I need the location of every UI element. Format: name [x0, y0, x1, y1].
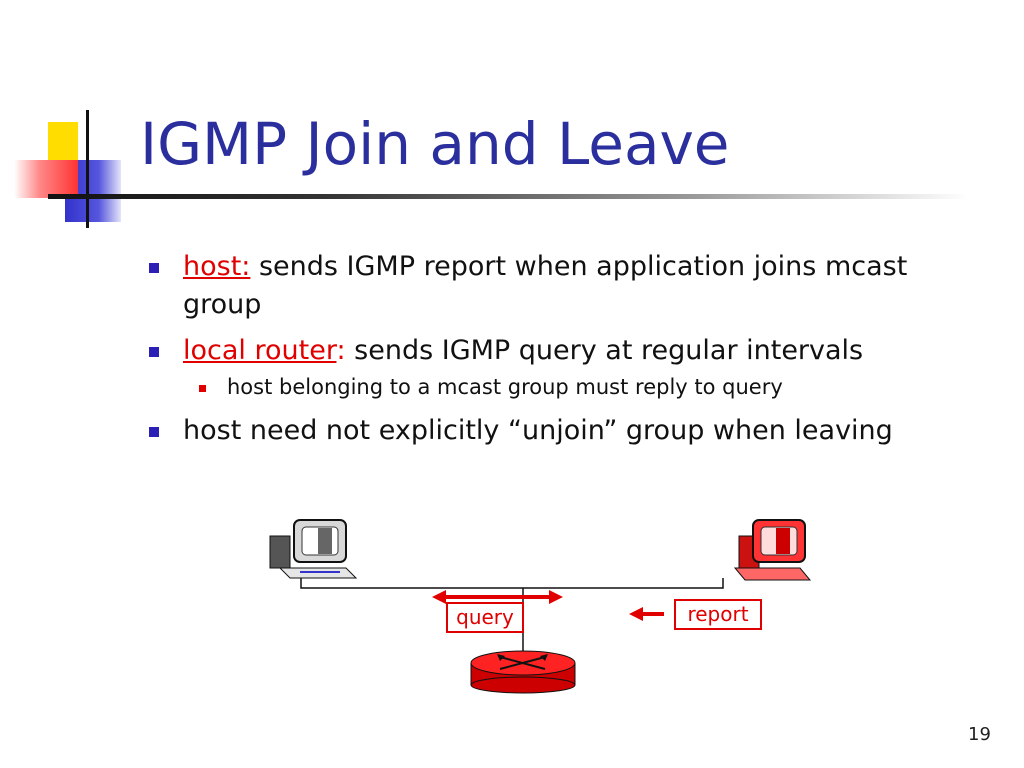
title-underline	[48, 194, 968, 199]
bullet-list: host: sends IGMP report when application…	[145, 248, 975, 458]
bullet-router-colon: :	[336, 335, 346, 366]
page-number: 19	[968, 724, 991, 745]
lan-line	[300, 570, 724, 589]
bullet-marker	[149, 427, 159, 437]
decor-red-square	[14, 160, 78, 198]
slide-title: IGMP Join and Leave	[140, 110, 730, 178]
bullet-marker	[149, 263, 159, 273]
bullet-router-label: local router	[183, 335, 337, 366]
left-computer-icon	[269, 519, 358, 579]
sub-bullet-text: host belonging to a mcast group must rep…	[227, 375, 783, 399]
bullet-unjoin-text: host need not explicitly “unjoin” group …	[183, 415, 893, 446]
sub-bullet-marker	[199, 385, 206, 392]
bullet-host: host: sends IGMP report when application…	[145, 248, 975, 324]
bullet-unjoin: host need not explicitly “unjoin” group …	[145, 412, 975, 450]
query-arrow-icon	[432, 590, 563, 604]
sub-bullet: host belonging to a mcast group must rep…	[145, 372, 975, 402]
decor-vertical-line	[86, 110, 89, 228]
bullet-host-text: sends IGMP report when application joins…	[183, 251, 908, 320]
bullet-host-label: host:	[183, 251, 251, 282]
query-label-box	[446, 602, 524, 633]
query-label: query	[456, 605, 514, 629]
right-computer-icon	[733, 519, 812, 581]
report-arrow-icon	[629, 607, 664, 621]
bullet-router-text: sends IGMP query at regular intervals	[345, 335, 864, 366]
bullet-marker	[149, 347, 159, 357]
router-icon	[470, 650, 576, 694]
bullet-local-router: local router: sends IGMP query at regula…	[145, 332, 975, 370]
report-label: report	[687, 602, 748, 626]
report-label-box	[674, 599, 762, 630]
